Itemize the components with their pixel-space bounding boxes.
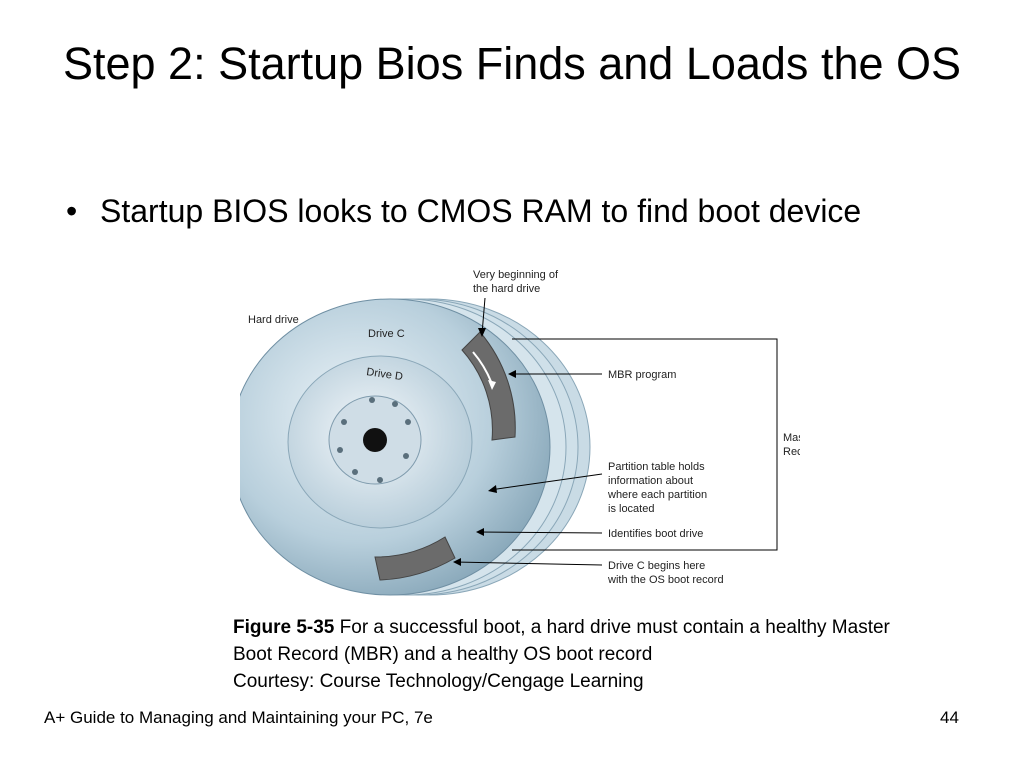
caption-figure-number: Figure 5-35 bbox=[233, 617, 335, 638]
footer-book-title: A+ Guide to Managing and Maintaining you… bbox=[44, 708, 433, 727]
label-very-beginning-1: Very beginning of bbox=[473, 269, 559, 281]
label-drive-c: Drive C bbox=[368, 328, 405, 340]
page-number: 44 bbox=[940, 708, 959, 727]
hard-drive-figure: Hard drive Drive C Drive D Very beginnin… bbox=[229, 262, 842, 602]
label-drive-c-begins-1: Drive C begins here bbox=[608, 560, 705, 572]
bullet-dot: • bbox=[66, 193, 78, 229]
label-very-beginning-2: the hard drive bbox=[473, 283, 540, 295]
label-partition-1: Partition table holds bbox=[608, 461, 705, 473]
label-master-boot-1: Master Boot bbox=[783, 432, 800, 444]
label-drive-d: Drive D bbox=[366, 366, 404, 383]
caption-text: For a successful boot, a hard drive must… bbox=[233, 617, 890, 665]
label-hard-drive: Hard drive bbox=[248, 314, 299, 326]
caption-courtesy: Courtesy: Course Technology/Cengage Lear… bbox=[233, 671, 644, 692]
bullet-text: Startup BIOS looks to CMOS RAM to find b… bbox=[100, 193, 862, 229]
hard-drive-diagram: Hard drive Drive C Drive D Very beginnin… bbox=[229, 269, 842, 596]
label-mbr-program: MBR program bbox=[608, 369, 676, 381]
boot-record-segment bbox=[374, 536, 456, 581]
figure-caption: Figure 5-35 For a successful boot, a har… bbox=[233, 614, 933, 695]
label-drive-c-begins-2: with the OS boot record bbox=[607, 574, 724, 586]
label-partition-3: where each partition bbox=[607, 489, 707, 501]
slide-title: Step 2: Startup Bios Finds and Loads the… bbox=[62, 38, 962, 89]
label-master-boot-2: Record bbox=[783, 446, 800, 458]
spindle-hole bbox=[363, 428, 387, 452]
label-identifies-boot: Identifies boot drive bbox=[608, 528, 703, 540]
label-partition-2: information about bbox=[608, 475, 693, 487]
label-partition-4: is located bbox=[608, 503, 654, 515]
mbr-segment bbox=[461, 331, 516, 441]
